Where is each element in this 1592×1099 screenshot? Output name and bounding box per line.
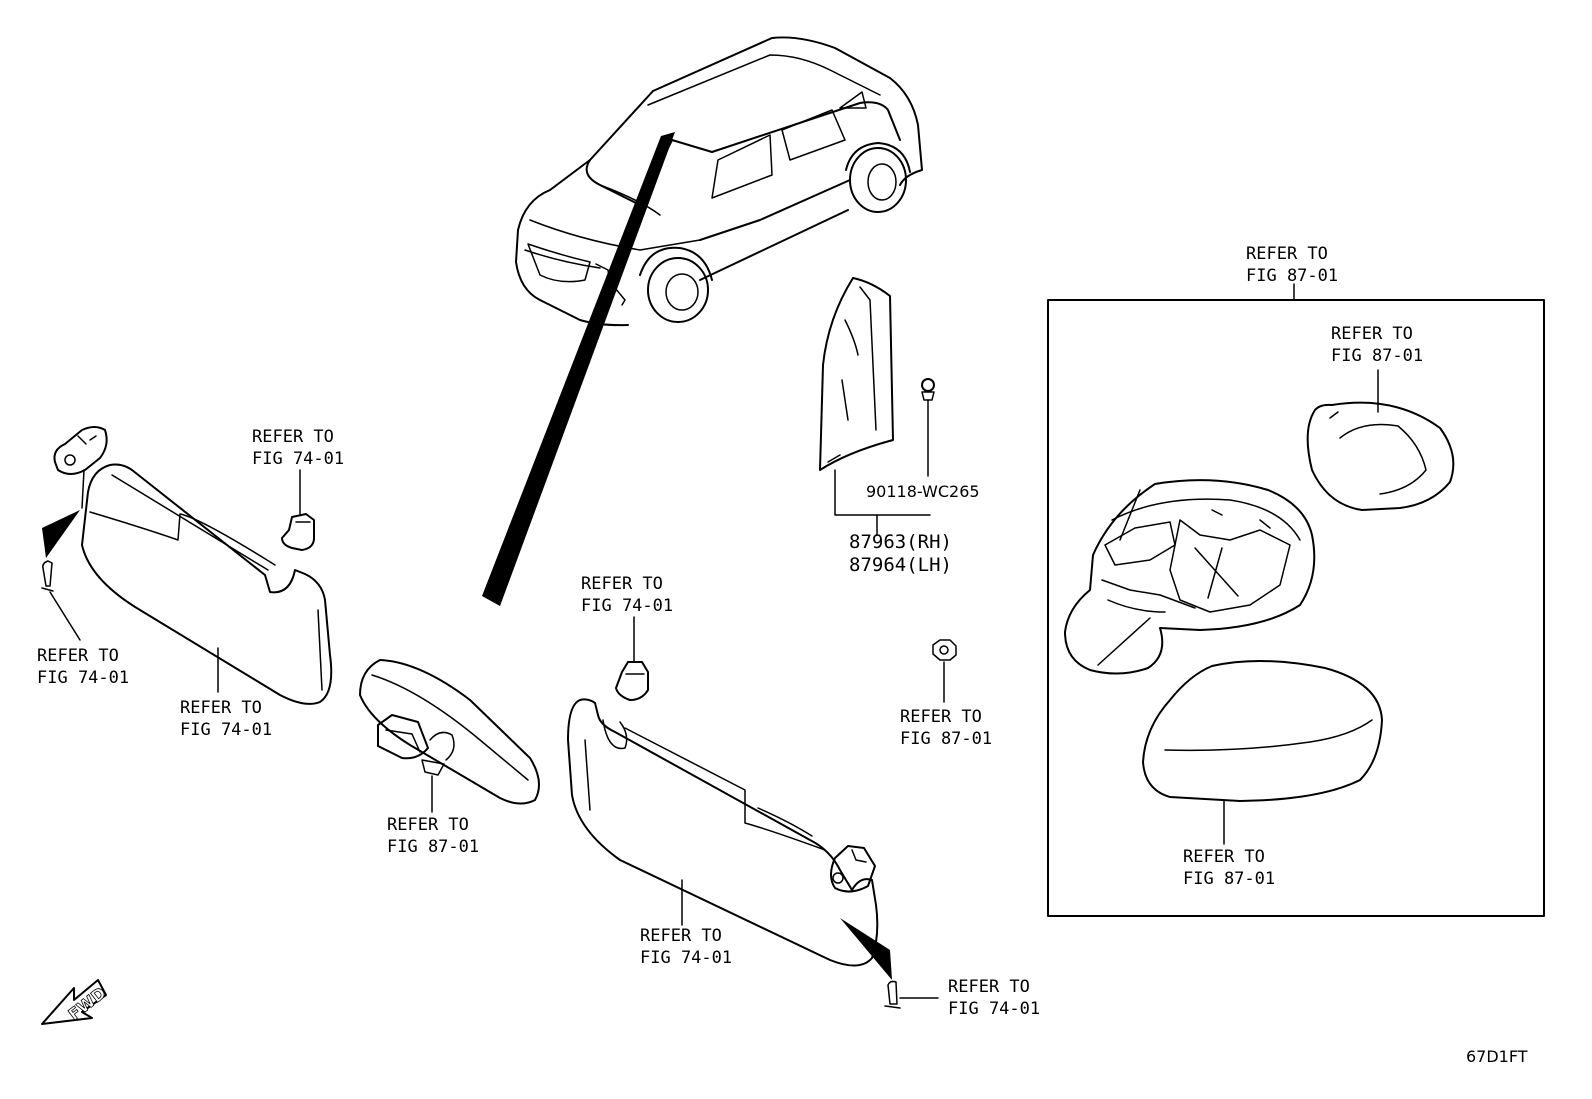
callout-mirror-nut: REFER TO FIG 87-01	[900, 707, 992, 749]
callout-line1: REFER TO	[581, 574, 663, 594]
sun-visor-right	[567, 698, 939, 1009]
inner-mirror-part	[359, 659, 540, 813]
visor-clip-right-part	[615, 616, 649, 701]
mirror-group-frame	[1047, 299, 1545, 917]
cover-part-number-rh: 87963(RH)	[849, 531, 952, 553]
callout-line1: REFER TO	[900, 707, 982, 727]
callout-line1: REFER TO	[180, 698, 262, 718]
callout-line2: FIG 87-01	[1331, 346, 1423, 366]
figure-code: 67D1FT	[1466, 1047, 1528, 1066]
callout-line1: REFER TO	[387, 815, 469, 835]
quarter-trim-cover	[819, 277, 935, 536]
callout-visor-clip-right: REFER TO FIG 74-01	[581, 574, 673, 616]
callout-inner-mirror: REFER TO FIG 87-01	[387, 815, 479, 857]
visor-clip-left-part	[281, 469, 316, 551]
callout-line1: REFER TO	[252, 427, 334, 447]
callout-mirror-assembly: REFER TO FIG 87-01	[1246, 244, 1338, 286]
callout-line2: FIG 74-01	[37, 668, 129, 688]
callout-visor-screw-left: REFER TO FIG 74-01	[37, 646, 129, 688]
callout-line1: REFER TO	[640, 926, 722, 946]
callout-line2: FIG 87-01	[900, 729, 992, 749]
callout-line2: FIG 87-01	[387, 837, 479, 857]
sun-visor-left	[41, 426, 333, 705]
fwd-arrow-icon: FWD	[41, 979, 110, 1025]
callout-line2: FIG 87-01	[1246, 266, 1338, 286]
callout-line1: REFER TO	[1183, 847, 1265, 867]
callout-line2: FIG 74-01	[948, 999, 1040, 1019]
vehicle-illustration	[482, 36, 923, 606]
callout-visor-screw-right: REFER TO FIG 74-01	[948, 977, 1040, 1019]
callout-visor-left: REFER TO FIG 74-01	[180, 698, 272, 740]
callout-mirror-glass: REFER TO FIG 87-01	[1331, 324, 1423, 366]
callout-line1: REFER TO	[948, 977, 1030, 997]
cover-part-number-lh: 87964(LH)	[849, 554, 952, 576]
callout-line2: FIG 74-01	[180, 720, 272, 740]
clip-part-number: 90118-WC265	[866, 482, 980, 501]
callout-line2: FIG 74-01	[640, 948, 732, 968]
outer-mirror-group	[1047, 283, 1545, 917]
callout-line1: REFER TO	[1331, 324, 1413, 344]
callout-visor-right: REFER TO FIG 74-01	[640, 926, 732, 968]
callout-line2: FIG 87-01	[1183, 869, 1275, 889]
callout-line2: FIG 74-01	[252, 449, 344, 469]
callout-line1: REFER TO	[1246, 244, 1328, 264]
callout-line2: FIG 74-01	[581, 596, 673, 616]
callout-mirror-cover: REFER TO FIG 87-01	[1183, 847, 1275, 889]
mirror-nut-part	[932, 639, 957, 703]
callout-line1: REFER TO	[37, 646, 119, 666]
callout-visor-clip-left: REFER TO FIG 74-01	[252, 427, 344, 469]
